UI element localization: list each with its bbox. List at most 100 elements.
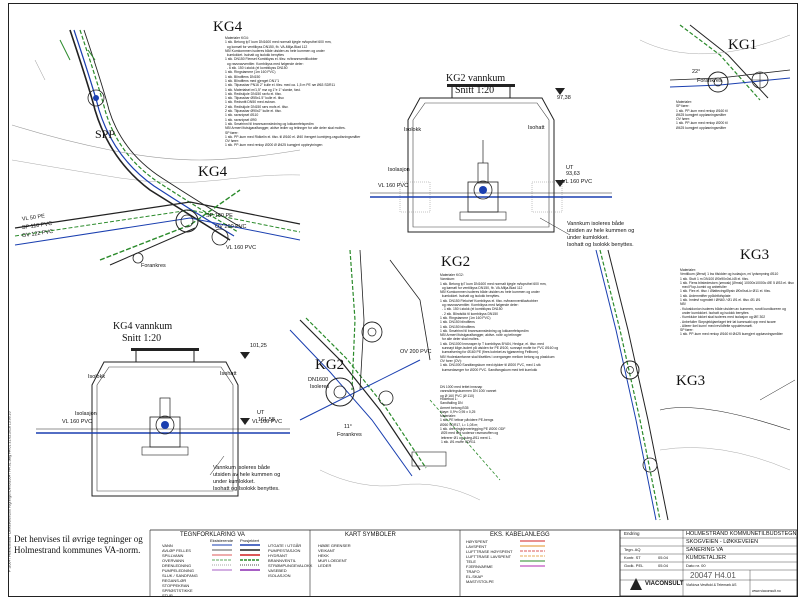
kg3-material-spec: Materialer: Ventilkum (Ørnst) 1 kw tilsi…: [680, 268, 795, 337]
legend-item: HYDRANT: [268, 553, 288, 558]
spp-title: SPP: [95, 127, 116, 141]
legend-item: EL-SKAP: [466, 574, 483, 579]
kg2-isolasjon-label: Isolasjon: [388, 167, 410, 173]
legend-item: REGANS-ØR: [162, 578, 187, 583]
kg2-material-spec: Materialer KG2: Vannkum: 1 stk. Betong t…: [440, 273, 559, 372]
kg4-note-4: Isohatt og Isolokk benyttes.: [213, 486, 280, 492]
legend-item: PUMPESTASJON: [268, 548, 301, 553]
legend-item: TELE: [466, 559, 477, 564]
kg2-level-top: 97,38: [557, 95, 571, 101]
main-note: Det henvises til øvrige tegninger og Hol…: [14, 534, 143, 555]
kg4-ut-label: UT: [257, 410, 265, 416]
kg4-note-3: under kumlokket.: [213, 479, 255, 485]
kg4-note-1: Vannkum isoleres både: [213, 465, 271, 471]
tb-drawing-number: 20047 H4.01: [690, 571, 736, 580]
pipe-label-angle-11: 11°: [344, 424, 352, 430]
tb-company-right: TILBUDSTEGN: [758, 531, 797, 537]
kg4-vl-right-label: VL 160 PVC: [252, 419, 283, 425]
legend-item: VEIKANT: [318, 548, 336, 553]
pipe-label-forankres-kg4: Forankres: [141, 263, 166, 269]
legend-kart-title: KART SYMBOLER: [345, 532, 396, 538]
kg2-ut-label: UT: [566, 165, 574, 171]
tb-date-2: 05.04: [658, 563, 669, 568]
kg4-note-2: utsiden av hele kummen og: [213, 472, 281, 478]
legend-item: SPILLVANN: [162, 553, 184, 558]
kg4-isolokk-label: Isolokk: [88, 374, 106, 380]
legend-item: MUR LOEDENT: [318, 558, 348, 563]
kg2-plan-title: KG2: [441, 254, 471, 270]
kg2-note-1: Vannkum isoleres både: [567, 221, 625, 227]
legend-va-right-list: UTGATE / UTGÅR PUMPESTASJON HYDRANT BRAN…: [268, 543, 312, 578]
kg2-level-ut: 93,63: [566, 171, 580, 177]
legend-va-left-list: VANN AVLØP FELLES SPILLVANN OVERVANN DRE…: [162, 543, 198, 598]
pipe-label-dn1600: DN1600: [308, 377, 329, 383]
legend-item: FJERNVARME: [466, 564, 493, 569]
legend-item: SLUK / SANDFANG: [162, 573, 198, 578]
tb-project-2: SANERING VA: [686, 547, 724, 553]
kg2-plan-title-b: KG2: [315, 357, 345, 373]
kg2-note-2: utsiden av hele kummen og: [567, 228, 635, 234]
tb-target: Dato nr. 00: [686, 563, 706, 568]
kg2-isolokk-label: Isolokk: [404, 127, 422, 133]
kg2-snitt-title: Snitt 1:20: [455, 85, 495, 96]
kg4-plan-drawing: [11, 29, 301, 266]
legend-item: LAVSPENT: [466, 544, 487, 549]
legend-item: HØYSPENT: [466, 539, 489, 544]
legend-item: OVERVANN: [162, 558, 185, 563]
legend-item: AVLØP FELLES: [162, 548, 191, 553]
tb-kontr: Kontr. ST: [624, 555, 641, 560]
pipe-label-ov200-kg2: OV 200 PVC: [400, 349, 432, 355]
kg2-vannkum-title: KG2 vannkum: [446, 73, 506, 84]
kg2-plan-drawing: [289, 249, 501, 501]
tb-footer-small: ViaNova Vestfold & Telemark AS: [686, 583, 737, 587]
tb-project-3: KUMDETALJER: [686, 555, 726, 561]
viaconsult-logo-icon: [630, 578, 642, 590]
kg4-vl-left-label: VL 160 PVC: [62, 419, 93, 425]
kg2-isohatt-label: Isohatt: [528, 125, 545, 131]
legend-item: TRAFO: [466, 569, 480, 574]
legend-item: PUMPELEDNING: [162, 568, 195, 573]
tb-website: www.viaconsult.no: [752, 589, 781, 593]
kg1-plan-drawing: [639, 24, 791, 101]
kg4-vannkum-title: KG4 vannkum: [113, 321, 173, 332]
legend-item: STUP: [162, 593, 173, 598]
pipe-label-ov200: OV 200 PVC: [215, 224, 247, 230]
pipe-label-forankres-kg1: Forankres: [697, 78, 722, 84]
kg1-material-spec: Materialer: SP fører: 1 stk. PP-kum med …: [676, 100, 728, 130]
tb-company: HOLMESTRAND KOMMUNE: [686, 531, 759, 537]
legend-item: STOPPEKRAN: [162, 583, 190, 588]
kg3-plan-title: KG3: [676, 373, 706, 389]
legend-item: STRØMPUNGEVALOKK: [268, 563, 313, 568]
tb-godk: Godk. PEL: [624, 563, 644, 568]
legend-item: VASEBED: [268, 568, 287, 573]
legend-item: LUFTTRASE LAVSPENT: [466, 554, 512, 559]
kg2-sub-note: DN 1000 med tettet innsnap vannsikringsk…: [440, 385, 497, 398]
kg1-title: KG1: [728, 37, 758, 53]
kg2-vl-right-label: VL 160 PVC: [562, 179, 593, 185]
kg4-level-ut: 161,58: [258, 417, 275, 423]
kg4-level-top: 101,25: [250, 343, 267, 349]
kg4-isolasjon-label: Isolasjon: [75, 411, 97, 417]
legend-kabel-lines: [520, 540, 545, 567]
legend-item: VANN: [162, 543, 173, 548]
legend-item: HEKK: [318, 553, 329, 558]
legend-item: MAST/STOLPE: [466, 579, 494, 584]
legend-va-title: TEGNFORKLARING VA: [180, 532, 245, 538]
kg4-mid-title: KG4: [198, 164, 228, 180]
legend-item: LUFTTRASE HØYSPENT: [466, 549, 513, 554]
pipe-label-forankres-kg2: Forankres: [337, 432, 362, 438]
tb-firm: VIACONSULT: [645, 581, 684, 587]
kg4-isohatt-label: Isohatt: [220, 371, 237, 377]
legend-item: DRENLEDNING: [162, 563, 192, 568]
kg4-section-drawing: [36, 348, 290, 497]
kg4-material-spec: Materialer KG4: 1 stk. Betong tp7 kum DN…: [225, 36, 361, 148]
kg2-note-4: Isohatt og Isolokk benyttes.: [567, 242, 634, 248]
tb-project-1: SKOGVEIEN - LØKKEVEIEN: [686, 539, 759, 545]
kg3-plan-drawing: [595, 249, 796, 521]
kg4-top-title: KG4: [213, 19, 243, 35]
kg3-right-title: KG3: [740, 247, 770, 263]
legend-item: BRANNVENTIL: [268, 558, 297, 563]
legend-kart-list: HØØE GRENSER VEIKANT HEKK MUR LOEDENT LE…: [318, 543, 351, 568]
tb-rev-header: Endring: [624, 531, 640, 536]
